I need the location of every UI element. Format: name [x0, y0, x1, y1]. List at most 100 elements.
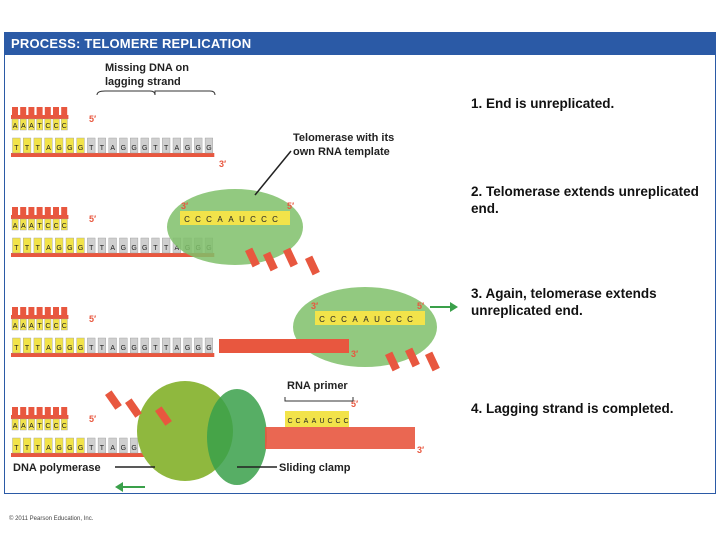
bottom-base: [183, 137, 192, 154]
bottom-base: [55, 137, 64, 154]
bottom-base-letter: T: [36, 145, 41, 152]
bottom-base-letter: T: [25, 145, 30, 152]
rna-template-letter: C: [206, 215, 212, 224]
bottom-base: [119, 137, 128, 154]
top-base-letter: A: [29, 123, 34, 130]
top-red-tooth: [53, 307, 59, 315]
five-prime-template-label-row-3: 5′: [417, 301, 424, 311]
bottom-base: [119, 237, 128, 254]
bottom-base: [140, 137, 149, 154]
top-base-letter: C: [62, 423, 67, 430]
three-prime-template-label-row-3: 3′: [311, 301, 318, 311]
bottom-base: [76, 137, 85, 154]
bottom-base-letter: A: [46, 345, 51, 352]
bottom-base: [23, 337, 32, 354]
bottom-base-letter: A: [175, 145, 180, 152]
bottom-base-letter: G: [131, 145, 136, 152]
top-base: [11, 118, 19, 131]
bottom-base-letter: G: [185, 345, 190, 352]
extended-strand-row-3: [219, 339, 349, 353]
bottom-base-letter: G: [121, 445, 126, 452]
rna-template-letter: C: [319, 315, 325, 324]
top-base: [28, 218, 35, 231]
bottom-base-letter: G: [206, 345, 211, 352]
top-red-tooth: [61, 407, 68, 415]
top-base: [44, 118, 52, 131]
five-prime-primer-label: 5′: [351, 399, 358, 409]
copyright-text: © 2011 Pearson Education, Inc.: [9, 516, 94, 522]
bottom-base-letter: A: [110, 145, 115, 152]
bottom-base-letter: G: [78, 445, 83, 452]
bottom-base: [108, 437, 117, 454]
bottom-base: [87, 337, 96, 354]
top-base-letter: C: [54, 423, 59, 430]
bottom-base: [162, 337, 171, 354]
rna-primer-letter: A: [304, 418, 309, 425]
step-1-text: 1. End is unreplicated.: [471, 96, 615, 111]
top-base: [36, 218, 44, 231]
bottom-base: [44, 137, 53, 154]
bottom-base: [108, 237, 117, 254]
bottom-base-letter: T: [14, 245, 19, 252]
top-red-tooth: [44, 107, 51, 115]
bottom-base: [119, 437, 128, 454]
top-red-tooth: [12, 307, 18, 315]
bottom-base: [129, 137, 139, 154]
bottom-base-letter: G: [142, 345, 147, 352]
title-main: TELOMERE REPLICATION: [84, 36, 252, 51]
bottom-base: [23, 137, 32, 154]
free-nucleotide: [425, 351, 440, 372]
missing-dna-label-line1: Missing DNA on: [105, 62, 189, 74]
bottom-backbone: [11, 253, 215, 257]
three-prime-bottom-label: 3′: [219, 159, 226, 169]
bottom-base-letter: A: [46, 445, 51, 452]
free-nucleotide: [124, 398, 142, 418]
bottom-base-letter: A: [175, 245, 180, 252]
rna-template-letter: C: [272, 215, 278, 224]
top-red-tooth: [44, 207, 51, 215]
bottom-base: [87, 437, 96, 454]
bottom-base-letter: G: [67, 245, 72, 252]
bottom-base: [12, 137, 21, 154]
three-prime-bottom-label-row-4: 3′: [417, 445, 424, 455]
top-red-tooth: [36, 307, 43, 315]
bottom-base: [76, 337, 85, 354]
bottom-base: [87, 137, 96, 154]
top-base: [44, 318, 52, 331]
top-base: [36, 118, 44, 131]
rna-primer-letter: C: [335, 418, 340, 425]
bottom-base-letter: A: [110, 345, 115, 352]
bottom-base: [33, 137, 42, 154]
bottom-base: [204, 337, 214, 354]
bottom-base: [23, 437, 32, 454]
bottom-base: [194, 337, 203, 354]
bottom-base: [12, 237, 21, 254]
top-base-letter: A: [21, 323, 26, 330]
bottom-base-letter: T: [36, 345, 41, 352]
top-red-tooth: [36, 207, 43, 215]
bottom-base-letter: T: [89, 145, 94, 152]
bottom-base: [129, 437, 139, 454]
top-base-letter: T: [38, 223, 43, 230]
top-red-tooth: [61, 207, 68, 215]
bottom-base: [97, 137, 106, 154]
top-red-tooth: [28, 207, 35, 215]
top-base-letter: A: [29, 223, 34, 230]
top-base-letter: C: [45, 323, 50, 330]
five-prime-top-label: 5′: [89, 414, 96, 424]
bottom-base-letter: G: [78, 145, 83, 152]
top-red-tooth: [20, 407, 27, 415]
move-arrow-head: [450, 302, 458, 312]
top-base-letter: A: [13, 123, 18, 130]
bottom-base-letter: G: [121, 245, 126, 252]
top-base-letter: C: [54, 123, 59, 130]
bottom-base-letter: T: [153, 245, 158, 252]
bottom-base-letter: G: [56, 445, 61, 452]
bottom-base: [33, 437, 42, 454]
sliding-clamp-blob: [207, 389, 267, 485]
